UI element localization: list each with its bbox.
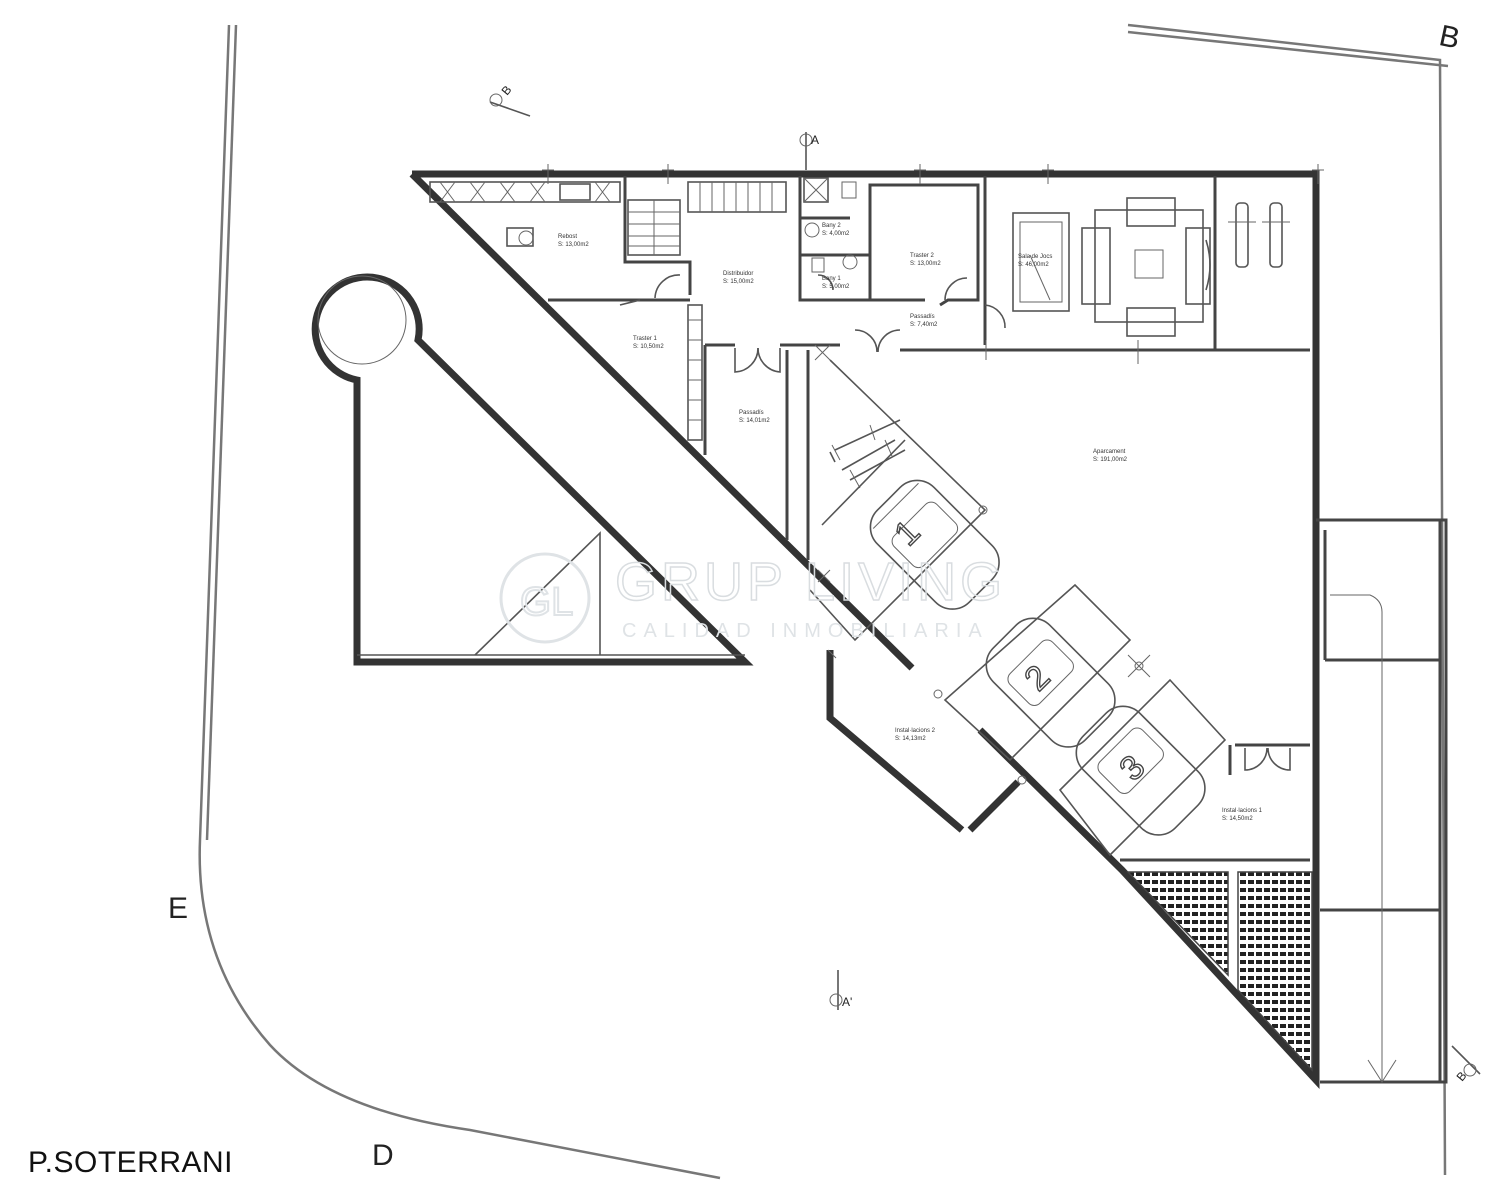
corner-label-b: B xyxy=(1436,19,1462,55)
section-b-top-label: B xyxy=(499,83,515,98)
parking-slot-3: 3 xyxy=(1112,748,1152,788)
room-area-bany-2: S: 4,00m2 xyxy=(822,231,850,237)
room-area-bany-1: S: 5,00m2 xyxy=(822,284,850,290)
parking-slot-1: 1 xyxy=(887,513,927,553)
room-label-traster-2: Traster 2 xyxy=(910,253,934,259)
room-area-installacions-2: S: 14,13m2 xyxy=(895,736,926,742)
room-label-rebost: Rebost xyxy=(558,234,577,240)
room-area-installacions-1: S: 14,50m2 xyxy=(1222,816,1253,822)
wall-joints xyxy=(542,164,1324,659)
room-area-aparcament: S: 191,00m2 xyxy=(1093,457,1128,463)
watermark: GL GRUP LIVING CALIDAD INMOBILIARIA xyxy=(499,551,1006,644)
pool-outline xyxy=(311,273,754,666)
staircase xyxy=(627,181,787,441)
motorbikes xyxy=(829,202,1290,489)
ramp-arrow xyxy=(1330,594,1397,1083)
room-area-traster-1: S: 10,50m2 xyxy=(633,344,664,350)
room-area-traster-2: S: 13,00m2 xyxy=(910,261,941,267)
storage-shelves xyxy=(429,181,621,247)
room-labels: Rebost S: 13,00m2 Distribuidor S: 15,00m… xyxy=(558,223,1263,822)
room-area-passadis-2: S: 14,01m2 xyxy=(739,418,770,424)
watermark-subtitle: CALIDAD INMOBILIARIA xyxy=(622,620,989,642)
room-label-sala-jocs: Sala de Jocs xyxy=(1018,254,1052,260)
plan-title: P.SOTERRANI xyxy=(28,1146,233,1179)
room-label-installacions-2: Instal·lacions 2 xyxy=(895,728,936,734)
corner-label-d: D xyxy=(372,1139,394,1172)
door-swings xyxy=(619,274,1291,771)
bathroom-fixtures xyxy=(803,177,858,273)
section-markers: A A' B B xyxy=(489,83,1481,1084)
room-label-distribuidor: Distribuidor xyxy=(723,271,753,277)
room-area-passadis-1: S: 7,40m2 xyxy=(910,322,938,328)
room-label-traster-1: Traster 1 xyxy=(633,336,657,342)
room-label-bany-1: Bany 1 xyxy=(822,276,841,282)
corner-label-e: E xyxy=(168,892,188,925)
parking-slot-2: 2 xyxy=(1017,658,1057,698)
section-a-prime-label: A' xyxy=(842,995,852,1009)
room-area-rebost: S: 13,00m2 xyxy=(558,242,589,248)
site-boundary xyxy=(198,23,1449,1180)
room-label-bany-2: Bany 2 xyxy=(822,223,841,229)
watermark-brand: GRUP LIVING xyxy=(615,552,1006,612)
building-walls xyxy=(409,170,1448,1089)
room-label-aparcament: Aparcament xyxy=(1093,449,1126,455)
room-label-installacions-1: Instal·lacions 1 xyxy=(1222,808,1263,814)
room-area-distribuidor: S: 15,00m2 xyxy=(723,279,754,285)
hatched-area xyxy=(1126,871,1313,1072)
room-label-passadis-1: Passadís xyxy=(910,314,935,320)
section-b-bottom-label: B xyxy=(1454,1069,1470,1084)
room-label-passadis-2: Passadís xyxy=(739,410,764,416)
watermark-logo: GL xyxy=(520,580,573,624)
games-room-furniture xyxy=(1012,197,1211,337)
room-area-sala-jocs: S: 46,00m2 xyxy=(1018,262,1049,268)
interior-walls xyxy=(548,176,1310,862)
section-a-label: A xyxy=(811,133,819,147)
